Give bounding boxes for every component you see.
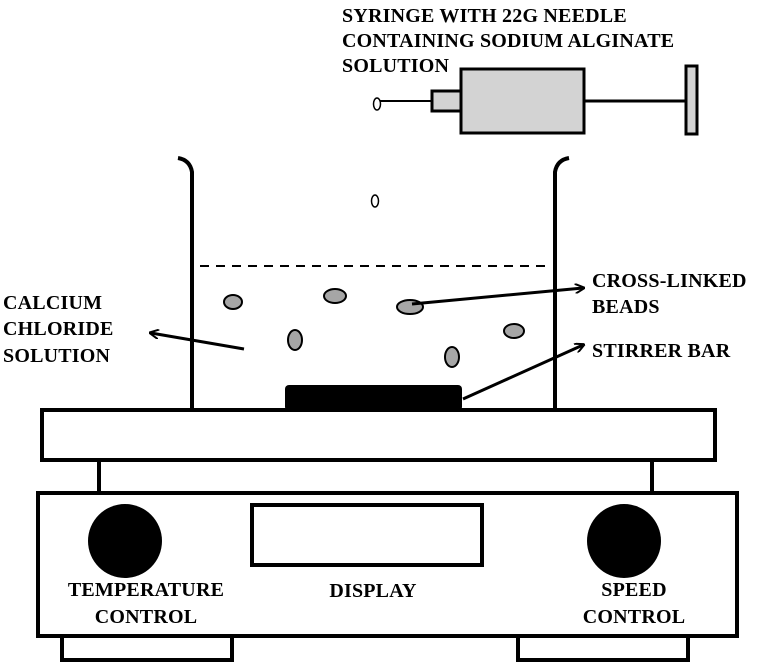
foot-left xyxy=(60,634,234,662)
calcium-arrow xyxy=(151,333,245,351)
calcium-label-line-1: CALCIUM xyxy=(3,292,102,314)
temperature-label-line-2: CONTROL xyxy=(95,606,198,628)
speed-label-line-2: CONTROL xyxy=(583,606,686,628)
temperature-label-line-1: TEMPERATURE xyxy=(68,579,224,601)
syringe-barrel xyxy=(459,67,586,135)
stirrer-label: STIRRER BAR xyxy=(592,340,731,362)
syringe-hub xyxy=(430,89,464,113)
stirrer-arrow xyxy=(462,345,583,401)
bead xyxy=(444,346,460,368)
beads-arrow xyxy=(411,288,583,306)
calcium-label-line-2: CHLORIDE xyxy=(3,318,114,340)
bead xyxy=(287,329,303,351)
syringe-plunger-head xyxy=(684,64,699,136)
bead xyxy=(323,288,347,304)
beads xyxy=(223,288,525,368)
stirrer-bar xyxy=(285,385,462,411)
foot-right xyxy=(516,634,690,662)
hot-plate-neck xyxy=(97,458,654,495)
falling-droplet xyxy=(370,194,380,208)
needle-droplet xyxy=(372,97,382,111)
hot-plate-top xyxy=(40,408,717,462)
beads-label-line-2: BEADS xyxy=(592,296,660,318)
temperature-knob[interactable] xyxy=(88,504,162,578)
bead xyxy=(223,294,243,310)
bead xyxy=(503,323,525,339)
syringe-label-line-2: CONTAINING SODIUM ALGINATE xyxy=(342,30,674,52)
syringe-label-line-1: SYRINGE WITH 22G NEEDLE xyxy=(342,5,627,27)
calcium-label-line-3: SOLUTION xyxy=(3,345,111,367)
syringe-label-line-3: SOLUTION xyxy=(342,55,450,77)
syringe xyxy=(372,64,699,136)
hot-plate xyxy=(36,408,739,662)
speed-label-line-1: SPEED xyxy=(601,579,666,601)
display-label: DISPLAY xyxy=(329,580,417,602)
beads-label-line-1: CROSS-LINKED xyxy=(592,270,747,292)
display-panel xyxy=(250,503,484,567)
speed-knob[interactable] xyxy=(587,504,661,578)
